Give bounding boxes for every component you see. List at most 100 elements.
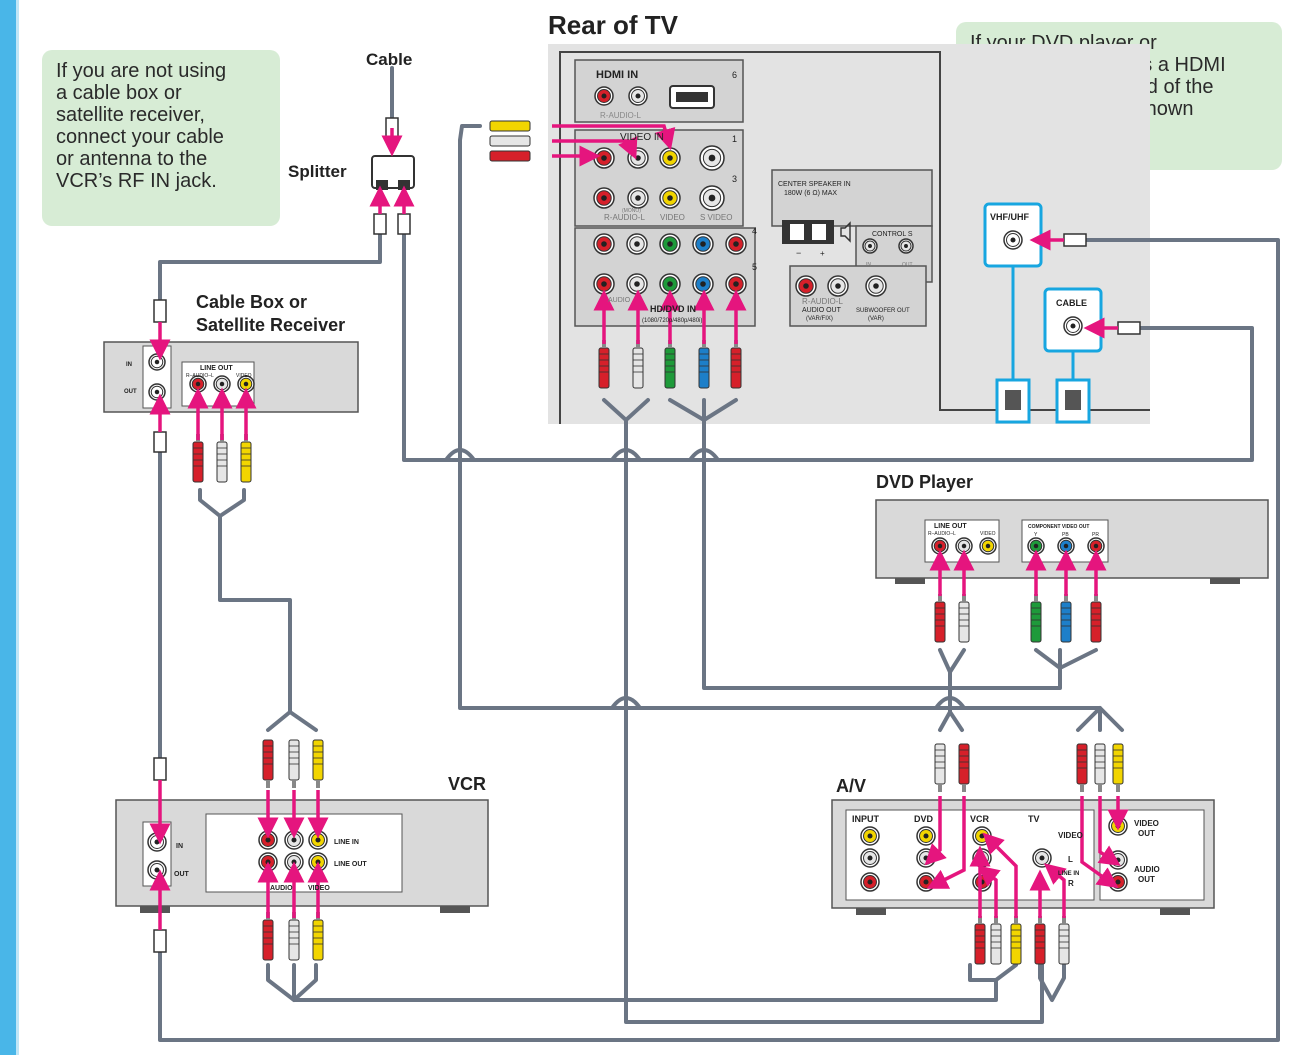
vcr-line-out-l-jack[interactable] — [284, 852, 304, 872]
splitter-port-right — [398, 180, 410, 190]
cablebox-audio-l-jack[interactable] — [213, 375, 231, 393]
tv-hd4-jack-2[interactable] — [659, 233, 681, 255]
arrow-av-monitor-l — [1097, 796, 1121, 866]
wire-av-tv-in — [1038, 963, 1066, 1002]
vcr-line-in-label: LINE IN — [334, 839, 359, 846]
tv-hd5-jack-4[interactable] — [725, 273, 747, 295]
av-audio-out-r-jack[interactable] — [1108, 872, 1128, 892]
tv-hd4-jack-4[interactable] — [725, 233, 747, 255]
video-in-label: VIDEO IN — [620, 132, 664, 143]
splitter-port-left — [376, 180, 388, 190]
cablebox-plug-v — [240, 434, 252, 483]
vcr-line-in-l-jack[interactable] — [284, 830, 304, 850]
tv-audio-out-r-jack[interactable] — [795, 275, 817, 297]
av-input-jack-2[interactable] — [860, 872, 880, 892]
tv-video1-svideo-jack[interactable] — [699, 145, 725, 171]
wire-group — [158, 66, 1280, 1042]
av-title: A/V — [836, 776, 867, 796]
tv-hdmi-audio-l-jack[interactable] — [628, 86, 648, 106]
vcr-line-out-label: LINE OUT — [334, 861, 367, 868]
audio-out-rl: R-AUDIO-L — [802, 297, 843, 306]
vcr-line-in-v-jack[interactable] — [308, 830, 328, 850]
cablebox-rf-out-jack[interactable] — [148, 383, 166, 401]
vcr-rf-out-jack[interactable] — [147, 860, 167, 880]
vcr-line-panel — [205, 813, 403, 893]
av-vcr-jack-0[interactable] — [972, 826, 992, 846]
rear-of-tv-title: Rear of TV — [548, 10, 679, 40]
tv-hd5-jack-3[interactable] — [692, 273, 714, 295]
tv-hdmi-audio-r-jack[interactable] — [594, 86, 614, 106]
vcr-foot-left — [140, 906, 170, 913]
dvd-video-jack[interactable] — [979, 537, 997, 555]
subwoofer-var: (VAR) — [868, 316, 884, 322]
dvd-video-label: VIDEO — [980, 531, 996, 537]
dvd-foot-right — [1210, 578, 1240, 584]
video-in-video-label: VIDEO — [660, 213, 685, 222]
tv-video3-audio-r-jack[interactable] — [593, 187, 615, 209]
tv-hd4-jack-1[interactable] — [626, 233, 648, 255]
av-vcr-plug-l — [990, 916, 1002, 965]
tv-control-s-out-jack[interactable] — [898, 238, 914, 254]
dvd-pb-jack[interactable] — [1057, 537, 1075, 555]
av-tv-plug-r — [1034, 916, 1046, 965]
tv-hd4-jack-0[interactable] — [593, 233, 615, 255]
speaker-terminal[interactable] — [782, 220, 834, 244]
vcr-rf-in-jack[interactable] — [147, 832, 167, 852]
av-audio-out-1: AUDIO — [1134, 865, 1160, 874]
tv-video3-audio-l-jack[interactable] — [627, 187, 649, 209]
tv-hd5-jack-0[interactable] — [593, 273, 615, 295]
cablebox-rf-in-jack[interactable] — [148, 353, 166, 371]
wire-tv-dvd — [602, 398, 1062, 1024]
wire-dvd-component-join — [1034, 648, 1098, 670]
dvd-audio-l-jack[interactable] — [955, 537, 973, 555]
tv-video-plug-2 — [489, 150, 531, 162]
vcr-line-in-r-jack[interactable] — [258, 830, 278, 850]
vcr-line-out-r-jack[interactable] — [258, 852, 278, 872]
tv-video1-audio-l-jack[interactable] — [627, 147, 649, 169]
audio-out-block — [789, 265, 927, 327]
vcr-line-out-v-jack[interactable] — [308, 852, 328, 872]
tv-video1-audio-r-jack[interactable] — [593, 147, 615, 169]
tv-subwoofer-jack[interactable] — [865, 275, 887, 297]
dvd-pr-jack[interactable] — [1087, 537, 1105, 555]
tv-audio-out-l-jack[interactable] — [827, 275, 849, 297]
av-dvd-plug-l — [934, 743, 946, 792]
av-vcr-plug-r — [974, 916, 986, 965]
tv-video1-video-jack[interactable] — [659, 147, 681, 169]
tv-hd5-jack-2[interactable] — [659, 273, 681, 295]
center-speaker-block — [771, 169, 933, 227]
tv-hd5-jack-1[interactable] — [626, 273, 648, 295]
speaker-terminal-pos — [812, 224, 826, 240]
video-in-block — [574, 129, 744, 227]
av-input-jack-0[interactable] — [860, 826, 880, 846]
av-dvd-jack-0[interactable] — [916, 826, 936, 846]
vcr-rf-plug-in — [153, 757, 167, 781]
tv-vhf-uhf-jack[interactable] — [1003, 230, 1023, 250]
dvd-audio-label: R–AUDIO–L — [928, 531, 956, 537]
av-dvd-jack-2[interactable] — [916, 872, 936, 892]
dvd-plug-l — [958, 594, 970, 643]
tv-control-s-in-jack[interactable] — [862, 238, 878, 254]
tv-cable-jack[interactable] — [1063, 316, 1083, 336]
hd-dvd-audio-label: AUDIO — [608, 297, 631, 304]
tv-video3-video-jack[interactable] — [659, 187, 681, 209]
av-vcr-jack-1[interactable] — [972, 848, 992, 868]
cable-jack-label: CABLE — [1056, 298, 1087, 308]
cablebox-rf-plug-in — [153, 299, 167, 323]
cablebox-plug-r — [192, 434, 204, 483]
cable-plug — [1117, 321, 1141, 335]
dvd-audio-r-jack[interactable] — [931, 537, 949, 555]
wire-splitter-tv-cable — [402, 230, 1254, 462]
video-in-audio-label: R-AUDIO-L — [604, 213, 645, 222]
tv-hd4-jack-3[interactable] — [692, 233, 714, 255]
vcr-in-label: IN — [176, 843, 183, 850]
cable-title: Cable — [366, 50, 413, 69]
tv-video3-svideo-jack[interactable] — [699, 185, 725, 211]
tv-video-plug-1 — [489, 135, 531, 147]
av-tv-l-jack[interactable] — [1032, 848, 1052, 868]
dvd-y-jack[interactable] — [1027, 537, 1045, 555]
av-input-jack-1[interactable] — [860, 848, 880, 868]
sidebar-bar — [0, 0, 16, 1055]
control-s-in: IN — [866, 262, 871, 268]
cablebox-plug-l — [216, 434, 228, 483]
